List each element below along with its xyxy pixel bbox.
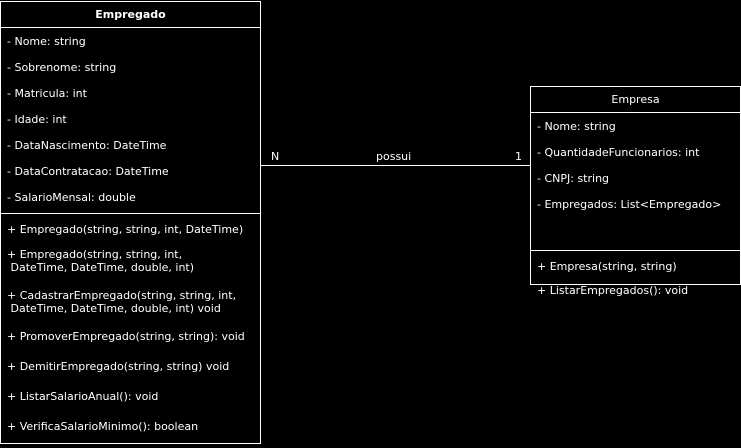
- method-demitir-empregado: + DemitirEmpregado(string, string) void: [7, 360, 230, 373]
- method-empregado-ctor-1: + Empregado(string, string, int, DateTim…: [7, 223, 244, 236]
- class-empregado-title: Empregado: [1, 2, 260, 28]
- method-listar-empregados: + ListarEmpregados(): void: [537, 284, 689, 297]
- multiplicity-right: 1: [515, 150, 522, 163]
- attribute-sobrenome: - Sobrenome: string: [7, 61, 117, 74]
- class-empresa[interactable]: Empresa - Nome: string - QuantidadeFunci…: [530, 86, 741, 297]
- attribute-matricula: - Matricula: int: [7, 87, 87, 100]
- class-empregado[interactable]: Empregado - Nome: string - Sobrenome: st…: [0, 1, 261, 444]
- attribute-idade: - Idade: int: [7, 113, 67, 126]
- attribute-salario-mensal: - SalarioMensal: double: [7, 191, 136, 204]
- attribute-data-nascimento: - DataNascimento: DateTime: [7, 139, 167, 152]
- attribute-data-contratacao: - DataContratacao: DateTime: [7, 165, 169, 178]
- method-listar-salario-anual: + ListarSalarioAnual(): void: [7, 390, 159, 403]
- attribute-empregados: - Empregados: List<Empregado>: [537, 198, 722, 211]
- class-empresa-methods: + Empresa(string, string) + ListarEmpreg…: [531, 251, 740, 308]
- attribute-nome: - Nome: string: [7, 35, 86, 48]
- class-empregado-methods: + Empregado(string, string, int, DateTim…: [1, 214, 260, 445]
- class-empregado-attributes: - Nome: string - Sobrenome: string - Mat…: [1, 28, 260, 214]
- method-cadastrar-empregado: + CadastrarEmpregado(string, string, int…: [7, 289, 237, 315]
- method-verifica-salario-minimo: + VerificaSalarioMinimo(): boolean: [7, 420, 199, 433]
- class-empresa-title: Empresa: [531, 87, 740, 113]
- multiplicity-left: N: [271, 150, 280, 163]
- method-promover-empregado: + PromoverEmpregado(string, string): voi…: [7, 330, 245, 343]
- class-empresa-attributes: - Nome: string - QuantidadeFuncionarios:…: [531, 113, 740, 251]
- attribute-nome: - Nome: string: [537, 120, 616, 133]
- attribute-quantidade-funcionarios: - QuantidadeFuncionarios: int: [537, 146, 700, 159]
- association-line[interactable]: [261, 165, 530, 166]
- method-empresa-ctor: + Empresa(string, string): [537, 260, 677, 273]
- association-label: possui: [376, 150, 412, 163]
- method-empregado-ctor-2: + Empregado(string, string, int, DateTim…: [7, 248, 195, 274]
- attribute-cnpj: - CNPJ: string: [537, 172, 610, 185]
